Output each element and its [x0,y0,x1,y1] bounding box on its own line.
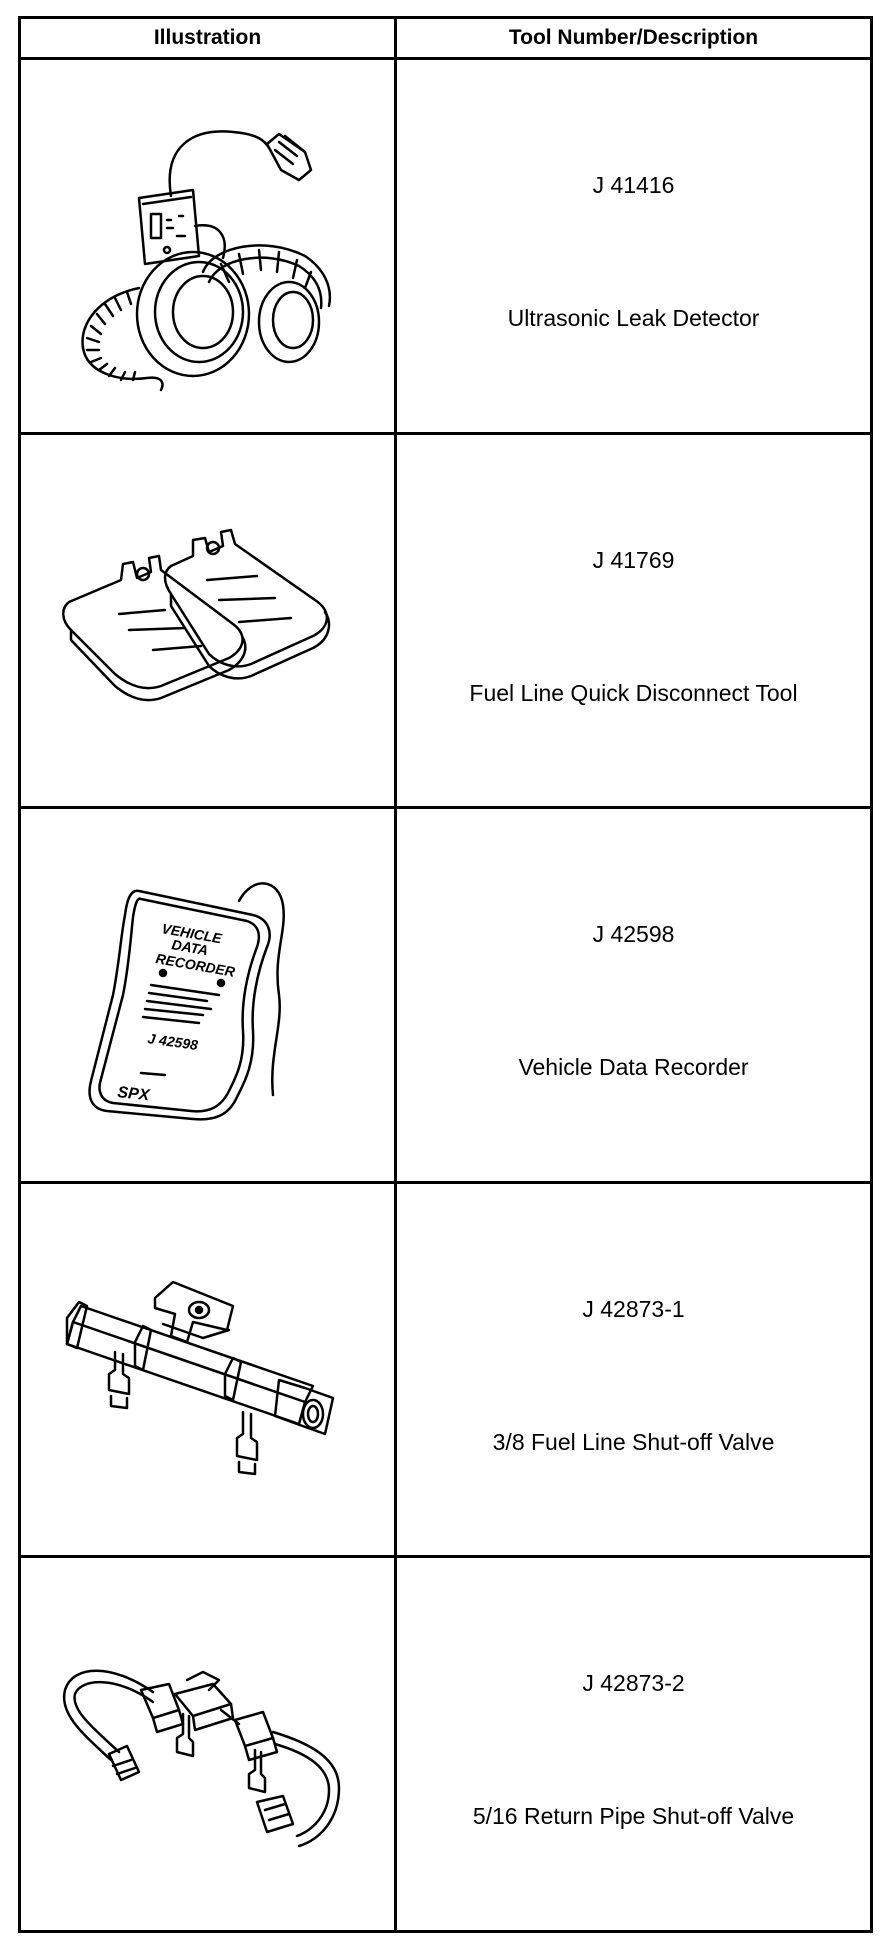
tool-description-cell: J 41416 Ultrasonic Leak Detector [394,57,873,435]
tool-description-cell: J 42598 Vehicle Data Recorder [394,806,873,1184]
quick-disconnect-tool-illustration [61,529,330,702]
tool-description: Vehicle Data Recorder [518,1054,749,1081]
tool-number: J 41416 [592,172,675,198]
tool-number: J 42598 [592,921,675,948]
table-header-row: Illustration Tool Number/Description [18,16,873,60]
tool-description: Ultrasonic Leak Detector [507,305,760,331]
tool-number: J 42873-2 [582,1670,685,1697]
tool-number: J 41769 [592,546,675,573]
table-row: J 42873-1 3/8 Fuel Line Shut-off Valve [18,1180,873,1559]
table-row: VEHICLE DATA RECORDER J 42598 SPX J 4259… [18,806,873,1184]
recorder-brand: SPX [116,1084,151,1104]
illustration-cell [18,1555,397,1933]
fuel-line-shutoff-valve-illustration [65,1280,334,1475]
illustration-cell: VEHICLE DATA RECORDER J 42598 SPX [18,806,397,1184]
tool-description: 3/8 Fuel Line Shut-off Valve [492,1428,775,1455]
ultrasonic-leak-detector-illustration [80,130,331,392]
special-tools-table: Illustration Tool Number/Description [18,16,873,1933]
table-row: J 41769 Fuel Line Quick Disconnect Tool [18,431,873,810]
tool-description-cell: J 41769 Fuel Line Quick Disconnect Tool [394,431,873,810]
tool-description-cell: J 42873-2 5/16 Return Pipe Shut-off Valv… [394,1555,873,1933]
tool-description-cell: J 42873-1 3/8 Fuel Line Shut-off Valve [394,1180,873,1559]
tool-number: J 42873-1 [582,1295,685,1322]
recorder-line2: DATA [170,936,209,958]
table-row: J 42873-2 5/16 Return Pipe Shut-off Valv… [18,1555,873,1933]
tool-column-header: Tool Number/Description [394,16,873,60]
illustration-cell [18,57,397,435]
table-row: J 41416 Ultrasonic Leak Detector [18,57,873,435]
illustration-cell [18,1180,397,1559]
tool-description: 5/16 Return Pipe Shut-off Valve [472,1803,795,1830]
illustration-column-header: Illustration [18,16,397,60]
illustration-cell [18,431,397,810]
vehicle-data-recorder-illustration: VEHICLE DATA RECORDER J 42598 SPX [87,882,285,1121]
tool-description: Fuel Line Quick Disconnect Tool [469,679,798,706]
recorder-part-number: J 42598 [146,1030,199,1053]
return-pipe-shutoff-valve-illustration [62,1669,340,1848]
